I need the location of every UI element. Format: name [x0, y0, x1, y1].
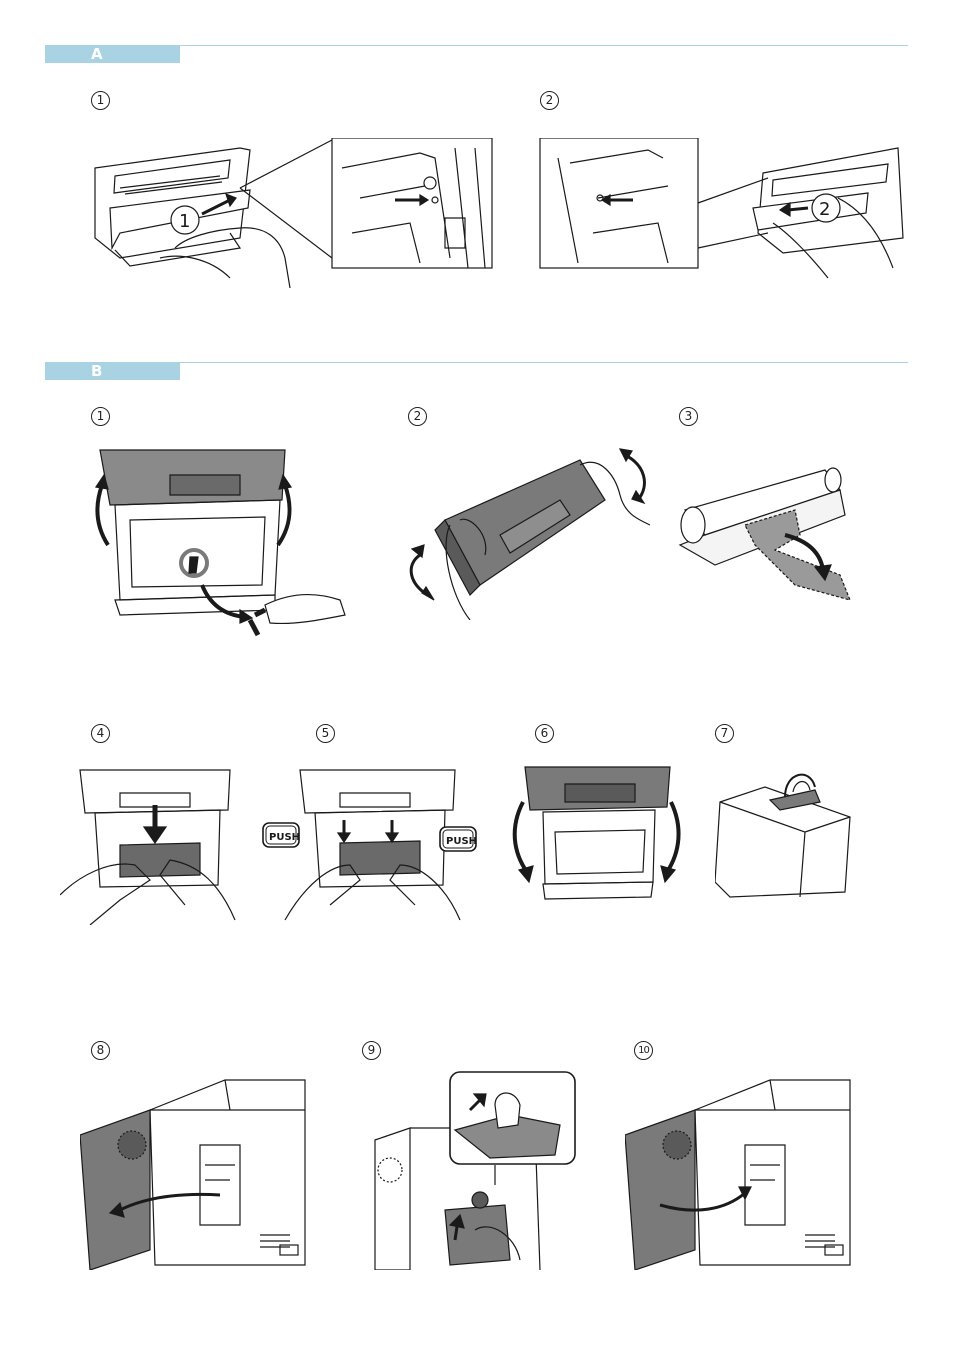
section-b-header: B — [45, 362, 180, 380]
push-label-right: PUSH — [446, 836, 477, 847]
section-b-rule — [180, 362, 908, 363]
step-b2-number: 2 — [408, 407, 427, 426]
section-a-rule — [180, 45, 908, 46]
push-label-left: PUSH — [269, 832, 300, 843]
step-b7-number: 7 — [715, 724, 734, 743]
illustration-b1-open-cover — [90, 445, 350, 645]
step-a1-number: 1 — [91, 91, 110, 110]
step-b3-number: 3 — [679, 407, 698, 426]
section-a-header: A — [45, 45, 180, 63]
step-a2-number: 2 — [540, 91, 559, 110]
step-b9-number: 9 — [362, 1041, 381, 1060]
step-b5-number: 5 — [316, 724, 335, 743]
step-b10-number: 10 — [634, 1041, 653, 1060]
step-b8-number: 8 — [91, 1041, 110, 1060]
step-b4-number: 4 — [91, 724, 110, 743]
illustration-b5-push-cartridge: PUSH PUSH — [260, 765, 480, 925]
illustration-a1-insert-panel: 1 — [90, 138, 495, 288]
illustration-b4-insert-cartridge — [60, 765, 240, 925]
illustration-a2-remove-panel: 2 — [538, 138, 918, 288]
step-b1-number: 1 — [91, 407, 110, 426]
illustration-b2-shake-cartridge — [400, 445, 655, 620]
illustration-b7-waste-toner-box — [715, 762, 855, 902]
a1-callout-badge: 1 — [179, 211, 190, 232]
step-b6-number: 6 — [535, 724, 554, 743]
illustration-b8-open-side-cover — [80, 1075, 310, 1270]
illustration-b3-remove-protective-sheet — [675, 455, 870, 605]
a2-callout-badge: 2 — [819, 199, 830, 220]
illustration-b9-install-waste-box — [370, 1070, 580, 1270]
section-b-label: B — [91, 362, 102, 380]
illustration-b10-close-side-cover — [625, 1075, 855, 1270]
illustration-b6-close-cover — [505, 762, 685, 907]
section-a-label: A — [91, 45, 103, 63]
